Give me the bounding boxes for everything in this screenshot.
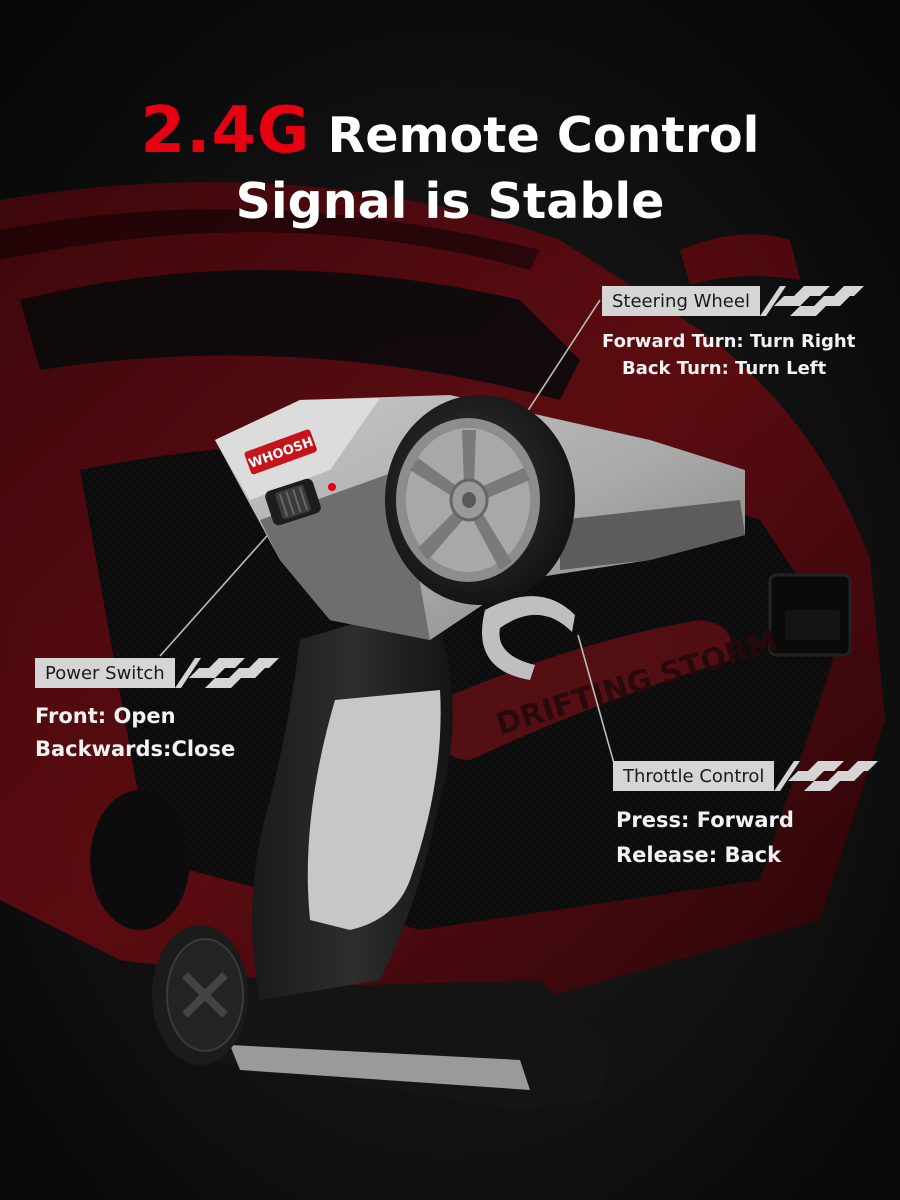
callout-throttle-line-1: Press: Forward [616, 808, 794, 832]
checkered-flag-icon [774, 761, 879, 791]
callout-power-line-2: Backwards:Close [35, 737, 236, 761]
power-led-icon [328, 483, 336, 491]
callout-steering-wheel: Steering Wheel Forward Turn: Turn Right … [602, 286, 870, 382]
headline: 2.4G Remote Control Signal is Stable [0, 92, 900, 232]
callout-steering-title: Steering Wheel [602, 286, 760, 316]
headline-line-1-rest: Remote Control [310, 107, 760, 164]
checkered-flag-icon [174, 658, 279, 688]
callout-throttle-title: Throttle Control [613, 761, 775, 791]
callout-power-line-1: Front: Open [35, 704, 176, 728]
checkered-flag-icon [759, 286, 864, 316]
callout-steering-line-1: Forward Turn: Turn Right [602, 331, 856, 352]
callout-steering-line-2: Back Turn: Turn Left [622, 358, 827, 379]
callout-power-title: Power Switch [35, 658, 175, 688]
headline-line-2: Signal is Stable [235, 173, 665, 231]
headline-accent: 2.4G [140, 94, 311, 168]
headline-line-1: 2.4G Remote Control [0, 92, 900, 170]
callout-throttle-control: Throttle Control Press: Forward Release:… [613, 761, 884, 873]
callout-power-switch: Power Switch Front: Open Backwards:Close [35, 658, 285, 766]
power-switch-knob [275, 484, 311, 520]
remote-controller: WHOOSH [152, 395, 745, 1110]
steering-wheel [385, 395, 575, 605]
callout-throttle-line-2: Release: Back [616, 843, 782, 867]
